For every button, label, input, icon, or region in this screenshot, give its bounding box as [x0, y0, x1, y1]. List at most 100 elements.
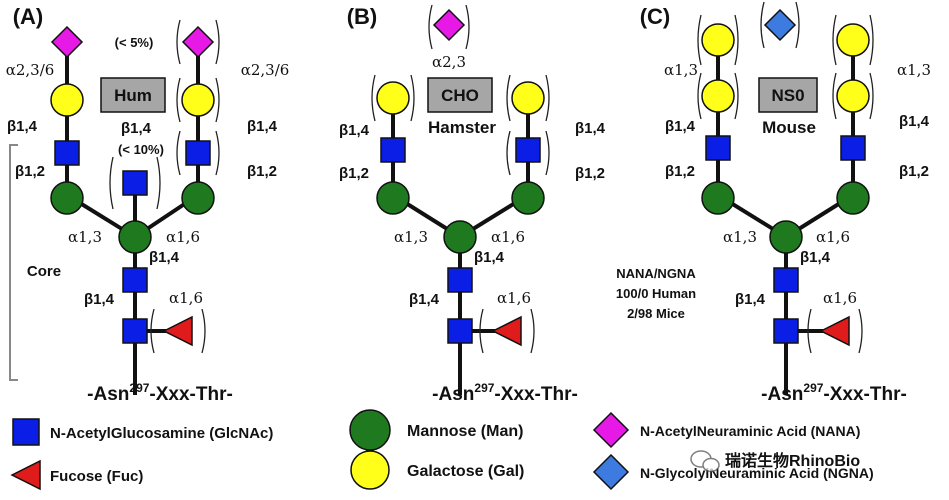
panel-b-core-b14-upper-label: β1,4 — [474, 249, 505, 266]
panel-c-asn-sequence: -Asn297-Xxx-Thr- — [761, 381, 907, 405]
panel-b-right-b14-label: β1,4 — [575, 120, 606, 137]
panel-c-right-gal-lower-circle — [836, 79, 870, 113]
panel-c-nana-ngna-mice: 2/98 Mice — [627, 306, 685, 321]
panel-b-right-glcnac-bracket — [506, 130, 550, 176]
panel-c-right-glcnac-square — [840, 135, 866, 161]
panel-c-species-box — [758, 77, 818, 113]
panel-a-species-label: Hum — [114, 86, 152, 105]
panel-b-fucose-triangle — [491, 315, 522, 347]
panel-b-right-glcnac-square — [515, 137, 541, 163]
panel-b-fucose-a16-label: α1,6 — [497, 289, 531, 307]
panel-b-left-b14-label: β1,4 — [339, 122, 370, 139]
panel-a-core-glcnac-upper-square — [122, 267, 148, 293]
panel-a-left-b12-label: β1,2 — [15, 163, 45, 180]
wechat-icon — [690, 450, 720, 473]
panel-b-right-gal-circle — [511, 81, 545, 115]
panel-c-ngna-bracket — [760, 1, 800, 49]
panel-a-right-gal-bracket — [176, 77, 220, 123]
panel-a-left-glcnac-square — [54, 140, 80, 166]
panel-c-right-gal-upper-bracket — [832, 14, 874, 66]
panel-a-bisect-pct: (< 10%) — [118, 142, 164, 157]
legend-fuc-label: Fucose (Fuc) — [50, 468, 143, 485]
panel-c-nana-ngna-human: 100/0 Human — [616, 286, 696, 301]
panel-a-fucose-a16-label: α1,6 — [169, 289, 203, 307]
panel-a-bisect-glcnac-square — [122, 170, 148, 196]
legend-gal-label: Galactose (Gal) — [407, 463, 524, 480]
panel-b-left-man-circle — [376, 181, 410, 215]
panel-a-right-sia-bracket — [176, 19, 220, 65]
panel-b-right-b12-label: β1,2 — [575, 165, 605, 182]
panel-a-left-gal-circle — [50, 83, 84, 117]
panel-a-core-man-circle — [118, 220, 152, 254]
panel-c-core-b14-lower-label: β1,4 — [735, 291, 766, 308]
panel-b-nana-diamond — [432, 8, 466, 42]
panel-a-right-glcnac-bracket — [176, 130, 220, 176]
panel-a-right-b14-label: β1,4 — [247, 118, 278, 135]
panel-a-core-glcnac-lower-square — [122, 318, 148, 344]
panel-c-letter: (C) — [640, 4, 671, 29]
panel-b-species-box — [427, 77, 493, 113]
panel-c-left-a13-label: α1,3 — [664, 61, 698, 79]
panel-a-right-glcnac-square — [185, 140, 211, 166]
panel-a-a13-label: α1,3 — [68, 228, 102, 246]
panel-c-right-gal-upper-circle — [836, 23, 870, 57]
panel-c-left-gal-upper-circle — [701, 23, 735, 57]
panel-b-left-glcnac-square — [380, 137, 406, 163]
panel-a-core-label: Core — [27, 263, 61, 280]
panel-a-center-b14-label: β1,4 — [121, 120, 152, 137]
panel-b-left-gal-bracket — [371, 74, 415, 122]
panel-c-species-label: NS0 — [771, 86, 804, 105]
panel-c-left-gal-lower-bracket — [697, 72, 739, 120]
legend-nana-diamond — [592, 411, 630, 449]
panel-c-core-glcnac-lower-square — [773, 318, 799, 344]
legend-glcnac-square — [12, 418, 40, 446]
panel-a-top-pct: (< 5%) — [115, 35, 154, 50]
panel-a-species-box — [100, 77, 166, 113]
panel-b-core-glcnac-upper-square — [447, 267, 473, 293]
legend-ngna-label: N-GlycolylNeuraminic Acid (NGNA) — [640, 465, 874, 481]
legend-man-circle — [349, 409, 391, 451]
panel-b-species-sub-label: Hamster — [428, 118, 496, 137]
panel-b-sia-bracket — [428, 4, 470, 50]
panel-c-left-man-circle — [701, 181, 735, 215]
panel-a-bisect-bracket — [109, 156, 161, 210]
panel-c-right-man-circle — [836, 181, 870, 215]
panel-c-species-sub-label: Mouse — [762, 118, 816, 137]
panel-a-right-gal-circle — [181, 83, 215, 117]
panel-c-core-glcnac-upper-square — [773, 267, 799, 293]
panel-c-left-b14-label: β1,4 — [665, 118, 696, 135]
panel-c-left-gal-lower-circle — [701, 79, 735, 113]
panel-b-asn-sequence: -Asn297-Xxx-Thr- — [432, 381, 578, 405]
panel-c-right-gal-lower-bracket — [832, 72, 874, 120]
panel-b-letter: (B) — [347, 4, 378, 29]
panel-b-core-glcnac-lower-square — [447, 318, 473, 344]
panel-a-asn-sequence: -Asn297-Xxx-Thr- — [87, 381, 233, 405]
panel-b-right-gal-bracket — [506, 74, 550, 122]
panel-a-a16-label: α1,6 — [166, 228, 200, 246]
watermark-text: 瑞诺生物RhinoBio — [725, 451, 860, 470]
panel-c-left-glcnac-square — [705, 135, 731, 161]
legend-nana-label: N-AcetylNeuraminic Acid (NANA) — [640, 423, 860, 439]
panel-c-core-man-circle — [769, 220, 803, 254]
panel-c-right-a13-label: α1,3 — [897, 61, 931, 79]
panel-c-left-gal-upper-bracket — [697, 14, 739, 66]
legend-man-label: Mannose (Man) — [407, 423, 523, 440]
panel-a-core-bracket — [9, 144, 18, 381]
panel-c-right-b12-label: β1,2 — [899, 163, 929, 180]
panel-b-sia-label: α2,3 — [432, 53, 466, 71]
panel-c-nana-ngna-header: NANA/NGNA — [616, 266, 696, 281]
panel-b-right-man-circle — [511, 181, 545, 215]
panel-a-letter: (A) — [13, 4, 44, 29]
panel-b-a13-label: α1,3 — [394, 228, 428, 246]
panel-c-fucose-bracket — [807, 308, 863, 354]
panel-c-fucose-triangle — [819, 315, 850, 347]
panel-a-right-sia-label: α2,3/6 — [241, 61, 290, 79]
panel-a-core-b14-upper-label: β1,4 — [149, 249, 180, 266]
legend-gal-circle — [350, 450, 390, 490]
panel-a-fucose-triangle — [162, 315, 193, 347]
panel-c-ngna-diamond — [763, 8, 797, 42]
panel-a-left-man-circle — [50, 181, 84, 215]
panel-a-right-b12-label: β1,2 — [247, 163, 277, 180]
panel-c-right-b14-label: β1,4 — [899, 113, 930, 130]
